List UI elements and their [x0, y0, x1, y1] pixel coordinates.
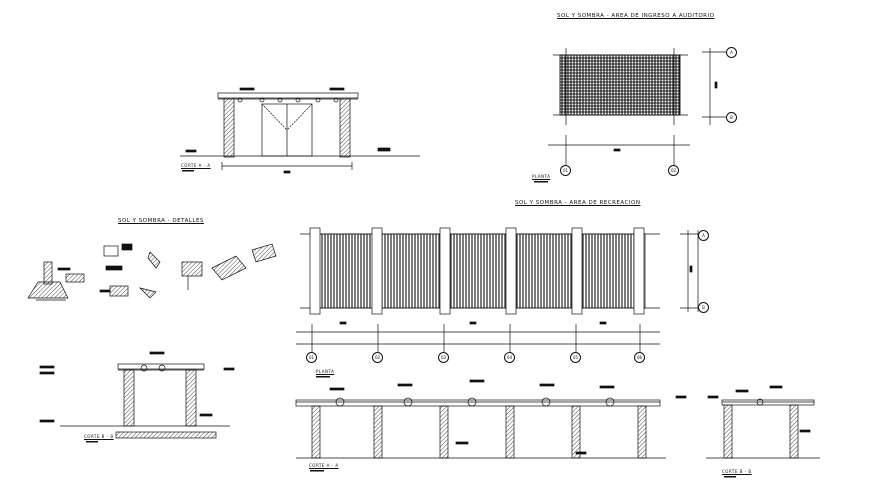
title-detalles: SOL Y SOMBRA - DETALLES — [118, 218, 204, 224]
scale-bar — [182, 170, 194, 172]
grid-bubble-row: A — [698, 230, 709, 241]
grid-bubble-col: 06 — [634, 352, 645, 363]
grid-bubble-row: A — [726, 47, 737, 58]
scale-bar — [724, 476, 736, 478]
label-planta-top: PLANTA — [532, 174, 551, 179]
grid-bubble-col: 05 — [570, 352, 581, 363]
elevation-corte-bb-left — [39, 351, 235, 439]
scale-bar — [86, 441, 98, 443]
grid-bubble-col: 02 — [372, 352, 383, 363]
scale-bar — [310, 470, 324, 472]
label-corte-aa-top: CORTE A - A — [181, 163, 211, 168]
grid-bubble-col: 04 — [504, 352, 515, 363]
elevation-corte-aa-top — [180, 87, 420, 174]
label-corte-bb-right: CORTE B - B — [722, 469, 752, 474]
title-ingreso-auditorio: SOL Y SOMBRA - AREA DE INGRESO A AUDITOR… — [557, 13, 715, 19]
grid-bubble-col: 03 — [438, 352, 449, 363]
plan-ingreso — [548, 48, 730, 165]
details-group — [27, 243, 277, 301]
label-corte-aa-bottom: CORTE A - A — [309, 463, 339, 468]
scale-bar — [534, 181, 548, 183]
grid-bubble-row: B — [698, 302, 709, 313]
label-corte-bb-left: CORTE B - B — [84, 434, 114, 439]
elevation-corte-bb-right — [706, 385, 820, 459]
grid-bubble-col: 01 — [560, 165, 571, 176]
label-planta-mid: PLANTA — [316, 369, 335, 374]
grid-bubble-col: 01 — [306, 352, 317, 363]
grid-bubble-col: 02 — [668, 165, 679, 176]
plan-recreacion — [296, 227, 700, 352]
grid-bubble-row: B — [726, 112, 737, 123]
elevation-corte-aa-bottom — [295, 379, 687, 459]
scale-bar — [316, 376, 330, 378]
title-area-recreacion: SOL Y SOMBRA - AREA DE RECREACION — [515, 200, 641, 206]
